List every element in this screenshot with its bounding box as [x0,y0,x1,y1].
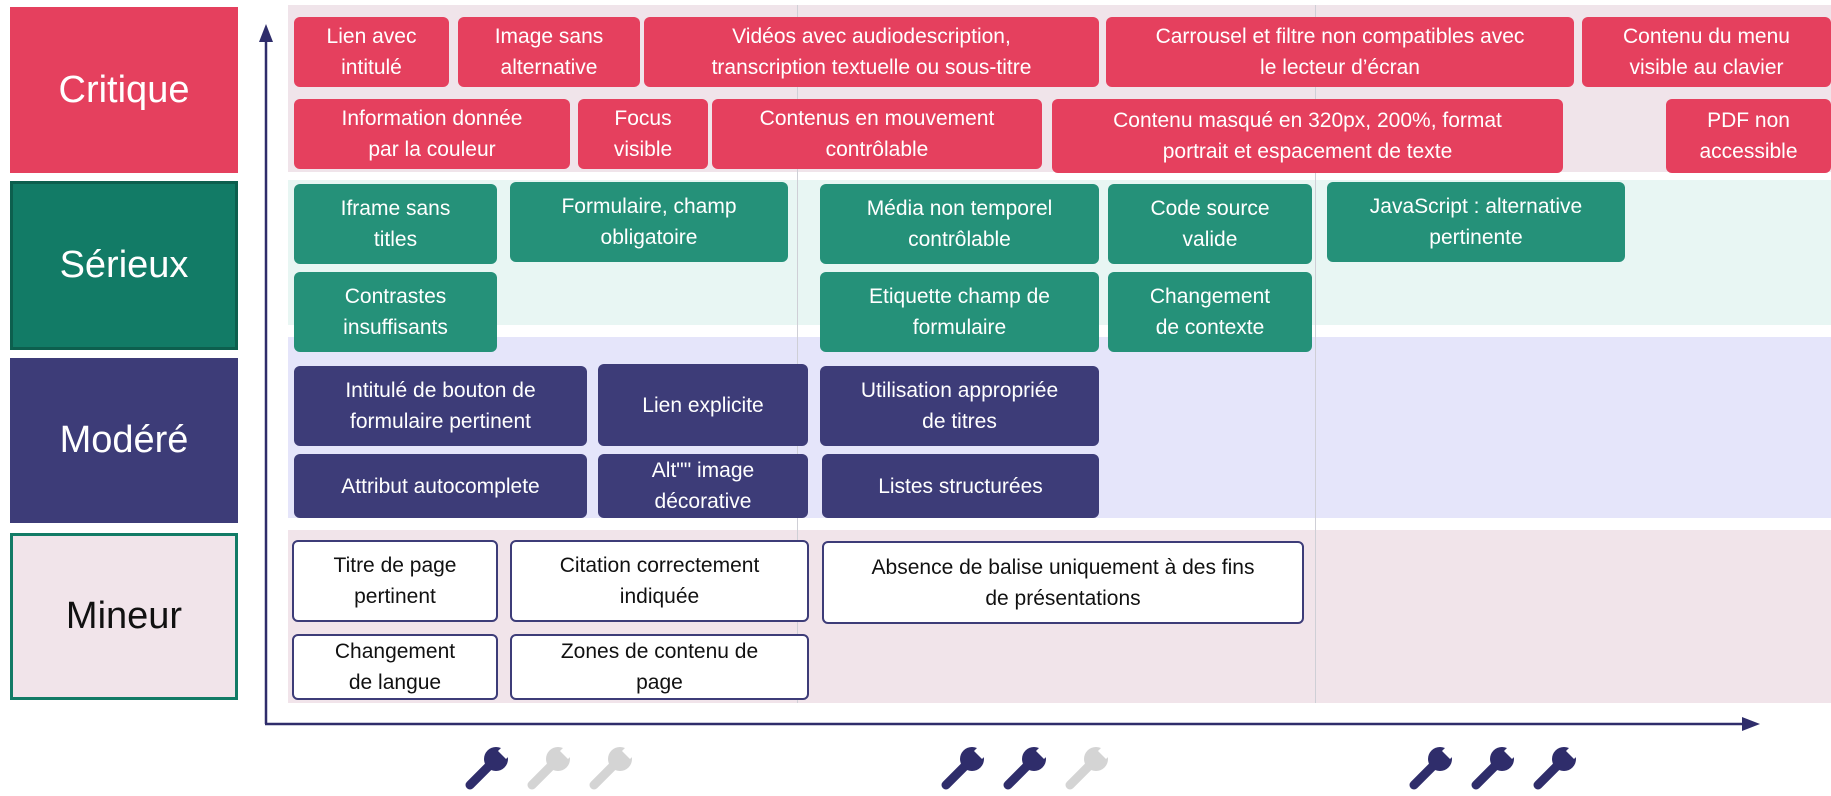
wrench-icon [1470,741,1522,791]
criterion-tag: Utilisation appropriée de titres [820,366,1099,446]
column-divider-1 [797,5,798,703]
wrench-icon [1532,741,1584,791]
criterion-tag: Lien explicite [598,364,808,446]
criterion-tag: Code source valide [1108,184,1312,264]
criterion-tag: Carrousel et filtre non compatibles avec… [1106,17,1574,87]
criterion-tag: Focus visible [578,99,708,169]
wrench-icon-inactive [1064,741,1116,791]
wrench-icon [1002,741,1054,791]
criterion-tag: Etiquette champ de formulaire [820,272,1099,352]
criterion-tag: Absence de balise uniquement à des fins … [822,541,1304,624]
criterion-tag: Titre de page pertinent [292,540,498,622]
criterion-tag: Vidéos avec audiodescription, transcript… [644,17,1099,87]
level-label-serieux: Sérieux [10,181,238,350]
criterion-tag: Information donnée par la couleur [294,99,570,169]
wrench-icon [464,741,516,791]
level-label-critique: Critique [10,7,238,173]
level-label-mineur: Mineur [10,533,238,700]
wrench-icon [1408,741,1460,791]
wrench-icon [940,741,992,791]
criterion-tag: Attribut autocomplete [294,454,587,518]
criterion-tag: JavaScript : alternative pertinente [1327,182,1625,262]
criterion-tag: Citation correctement indiquée [510,540,809,622]
criterion-tag: Intitulé de bouton de formulaire pertine… [294,366,587,446]
criterion-tag: Changement de contexte [1108,272,1312,352]
wrench-icon-inactive [526,741,578,791]
criterion-tag: Changement de langue [292,634,498,700]
column-divider-2 [1315,5,1316,703]
criterion-tag: PDF non accessible [1666,99,1831,173]
y-axis-arrowhead [259,24,273,42]
criterion-tag: Lien avec intitulé [294,17,449,87]
criterion-tag: Contenus en mouvement contrôlable [712,99,1042,169]
criterion-tag: Alt"" image décorative [598,454,808,518]
wrench-icon-inactive [588,741,640,791]
criterion-tag: Listes structurées [822,454,1099,518]
criterion-tag: Iframe sans titles [294,184,497,264]
criterion-tag: Contenu masqué en 320px, 200%, format po… [1052,99,1563,173]
level-label-modere: Modéré [10,358,238,523]
criterion-tag: Formulaire, champ obligatoire [510,182,788,262]
criterion-tag: Image sans alternative [458,17,640,87]
criterion-tag: Contenu du menu visible au clavier [1582,17,1831,87]
criterion-tag: Média non temporel contrôlable [820,184,1099,264]
criterion-tag: Contrastes insuffisants [294,272,497,352]
criterion-tag: Zones de contenu de page [510,634,809,700]
x-axis-arrowhead [1742,717,1760,731]
